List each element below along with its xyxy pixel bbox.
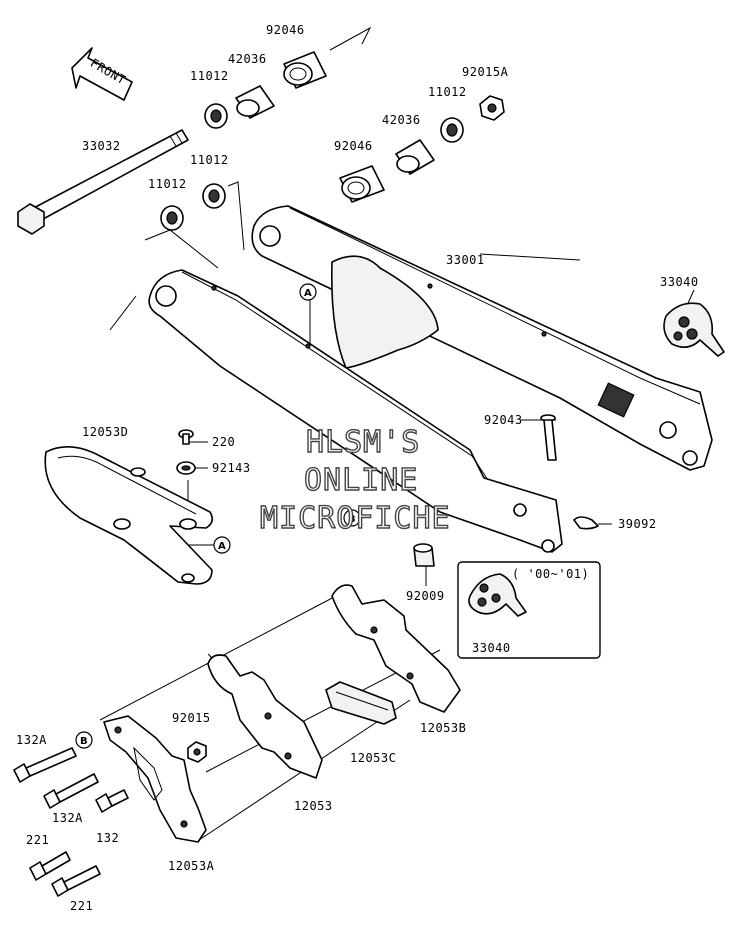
plate-12053A[interactable]: [103, 715, 207, 843]
part-label-92015A: 92015A: [462, 65, 509, 79]
nut-92015[interactable]: [187, 741, 207, 763]
part-label-42036-right: 42036: [382, 113, 421, 127]
part-label-42036-top: 42036: [228, 52, 267, 66]
part-label-33040: 33040: [660, 275, 699, 289]
seal-11012-mid[interactable]: [202, 183, 226, 209]
pivot-shaft[interactable]: [17, 129, 189, 235]
bolt-221-bottom[interactable]: [51, 865, 101, 897]
bolt-132[interactable]: [95, 789, 129, 813]
leader-lines: [109, 26, 695, 586]
part-label-11012-left: 11012: [148, 177, 187, 191]
part-label-132: 132: [96, 831, 119, 845]
clip-39092[interactable]: [573, 516, 599, 530]
watermark-line-3: MICROFICHE: [260, 501, 451, 536]
callout-b-lower-text: B: [80, 736, 88, 747]
bearing-92046-mid[interactable]: [339, 165, 385, 203]
part-label-132A-top: 132A: [16, 733, 47, 747]
callout-a-upper: A: [299, 283, 317, 301]
part-label-92043: 92043: [484, 413, 523, 427]
seal-11012-left[interactable]: [160, 205, 184, 231]
part-label-220: 220: [212, 435, 235, 449]
part-label-221-bottom: 221: [70, 899, 93, 913]
callout-a-upper-text: A: [304, 288, 312, 299]
callout-b-lower: B: [75, 731, 93, 749]
part-label-12053: 12053: [294, 799, 333, 813]
stud-92009[interactable]: [413, 543, 435, 567]
seal-11012-top[interactable]: [204, 103, 228, 129]
screw-220[interactable]: [178, 429, 194, 445]
washer-92143[interactable]: [176, 461, 196, 475]
part-label-12053B: 12053B: [420, 721, 466, 735]
part-label-92015: 92015: [172, 711, 211, 725]
part-label-132A-bottom: 132A: [52, 811, 83, 825]
seal-11012-right[interactable]: [440, 117, 464, 143]
nut-92015A[interactable]: [479, 95, 505, 121]
collar-42036-top[interactable]: [235, 85, 275, 119]
chain-guide-12053D[interactable]: [44, 446, 214, 585]
part-label-33001: 33001: [446, 253, 485, 267]
part-label-92046-top: 92046: [266, 23, 305, 37]
callout-b-upper: B: [343, 509, 361, 527]
guide-12053[interactable]: [207, 654, 323, 779]
bolt-221-top[interactable]: [29, 851, 71, 881]
part-label-92009: 92009: [406, 589, 445, 603]
part-label-11012-right: 11012: [428, 85, 467, 99]
watermark-line-1: HLSM'S: [306, 425, 420, 460]
swingarm[interactable]: [148, 205, 713, 553]
part-label-11012-top: 11012: [190, 69, 229, 83]
part-label-12053C: 12053C: [350, 751, 396, 765]
front-arrow: FRONT: [71, 47, 133, 101]
part-label-33032: 33032: [82, 139, 121, 153]
bolt-132A-bottom[interactable]: [43, 773, 99, 809]
part-label-221-top: 221: [26, 833, 49, 847]
part-label-39092: 39092: [618, 517, 657, 531]
guide-12053B[interactable]: [331, 584, 461, 713]
callout-a-lower: A: [213, 536, 231, 554]
bolt-132A-top[interactable]: [13, 747, 77, 783]
part-label-33040-inset: 33040: [472, 641, 511, 655]
part-label-11012-mid: 11012: [190, 153, 229, 167]
inset-box: [457, 561, 601, 659]
part-label-12053D: 12053D: [82, 425, 128, 439]
part-label-92143: 92143: [212, 461, 251, 475]
part-label-92046-mid: 92046: [334, 139, 373, 153]
collar-42036-right[interactable]: [395, 139, 435, 175]
chain-adjuster-33040[interactable]: [663, 302, 725, 357]
watermark-line-2: ONLINE: [304, 463, 418, 498]
callout-b-upper-text: B: [348, 514, 356, 525]
bearing-92046-top[interactable]: [283, 51, 327, 89]
part-label-12053A: 12053A: [168, 859, 215, 873]
watermark: HLSM'S ONLINE MICROFICHE: [259, 424, 451, 536]
inset-note: ( '00~'01): [512, 567, 589, 581]
callout-a-lower-text: A: [218, 541, 226, 552]
bolt-92043[interactable]: [540, 414, 557, 461]
guide-12053C[interactable]: [325, 681, 397, 725]
